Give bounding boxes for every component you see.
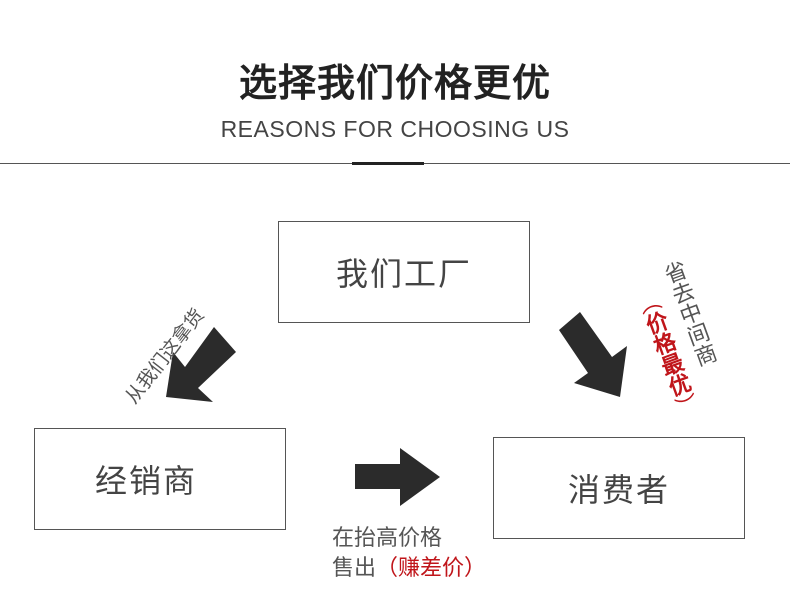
node-factory-label: 我们工厂: [335, 255, 472, 293]
node-consumer-label: 消费者: [567, 471, 670, 509]
node-dealer-label: 经销商: [95, 462, 198, 500]
node-factory: 我们工厂: [278, 221, 530, 323]
arrow-dealer-to-consumer: [355, 448, 440, 506]
arrow-factory-to-dealer: [166, 327, 236, 402]
edge-label-dealer-consumer-line2: 售出: [332, 556, 377, 581]
edge-label-dealer-consumer: 在抬高价格 售出（赚差价）: [332, 524, 486, 584]
page-subtitle: REASONS FOR CHOOSING US: [220, 116, 570, 142]
page-title: 选择我们价格更优: [238, 61, 551, 105]
divider-accent: [352, 162, 424, 165]
edge-label-dealer-consumer-line2-wrap: 售出（赚差价）: [332, 554, 486, 584]
edge-label-dealer-consumer-red: （赚差价）: [376, 556, 487, 581]
node-dealer: 经销商: [34, 428, 286, 530]
arrow-factory-to-consumer: [559, 312, 627, 397]
node-consumer: 消费者: [493, 437, 745, 539]
edge-label-dealer-consumer-line1: 在抬高价格: [332, 526, 443, 551]
